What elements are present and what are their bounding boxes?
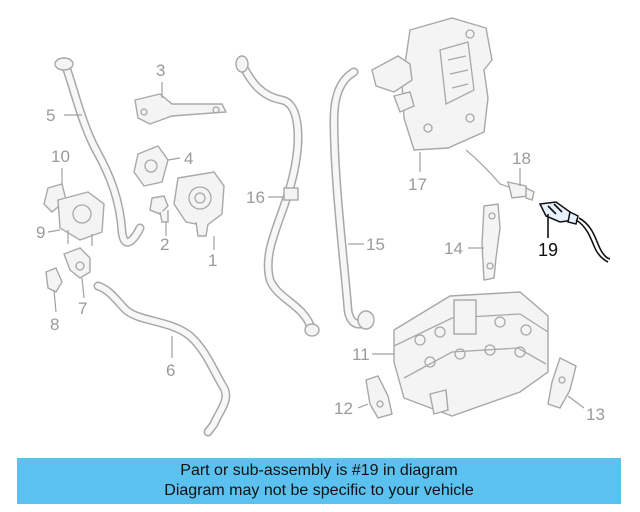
callout-18[interactable]: 18 (512, 149, 531, 168)
callout-11[interactable]: 11 (352, 345, 370, 364)
callout-2[interactable]: 2 (160, 235, 169, 254)
callout-6[interactable]: 6 (166, 361, 175, 380)
part-18-sensor (465, 149, 535, 201)
callout-13[interactable]: 13 (586, 405, 605, 424)
part-9-valve (57, 191, 105, 246)
part-7-fitting (63, 247, 91, 279)
part-16-hose (235, 55, 320, 337)
callout-14[interactable]: 14 (444, 239, 463, 258)
callout-8[interactable]: 8 (50, 315, 59, 334)
part-1-valve (173, 171, 225, 237)
callout-7[interactable]: 7 (78, 299, 87, 318)
callouts: 5 3 4 10 9 1 2 7 8 6 16 15 17 18 19 14 1… (36, 61, 605, 424)
banner-line-part: Part or sub-assembly is #19 in diagram (180, 462, 458, 479)
part-11-housing (393, 291, 549, 417)
callout-5[interactable]: 5 (46, 106, 55, 125)
callout-4[interactable]: 4 (184, 149, 193, 168)
part-12-bracket (365, 375, 393, 419)
info-banner: Part or sub-assembly is #19 in diagram D… (17, 458, 621, 504)
callout-12[interactable]: 12 (334, 399, 353, 418)
parts-diagram: 5 3 4 10 9 1 2 7 8 6 16 15 17 18 19 14 1… (36, 17, 611, 437)
part-8-clip (45, 267, 63, 293)
part-6-hose (93, 281, 231, 437)
part-5-pipe (54, 57, 145, 247)
callout-17[interactable]: 17 (408, 175, 427, 194)
part-14-bracket (481, 203, 501, 281)
banner-line-disclaimer: Diagram may not be specific to your vehi… (164, 482, 474, 499)
leader-lines (47, 82, 585, 409)
part-4-gasket (133, 145, 169, 187)
callout-15[interactable]: 15 (366, 235, 385, 254)
callout-3[interactable]: 3 (156, 61, 165, 80)
part-13-bracket (547, 357, 577, 409)
part-15-hose (329, 67, 375, 330)
part-17-canister (371, 17, 493, 151)
part-3-bracket (134, 93, 228, 125)
callout-16[interactable]: 16 (246, 188, 265, 207)
callout-19[interactable]: 19 (538, 240, 558, 260)
callout-1[interactable]: 1 (208, 251, 217, 270)
callout-9[interactable]: 9 (36, 223, 45, 242)
part-2-fitting (149, 195, 169, 223)
callout-10[interactable]: 10 (51, 147, 70, 166)
